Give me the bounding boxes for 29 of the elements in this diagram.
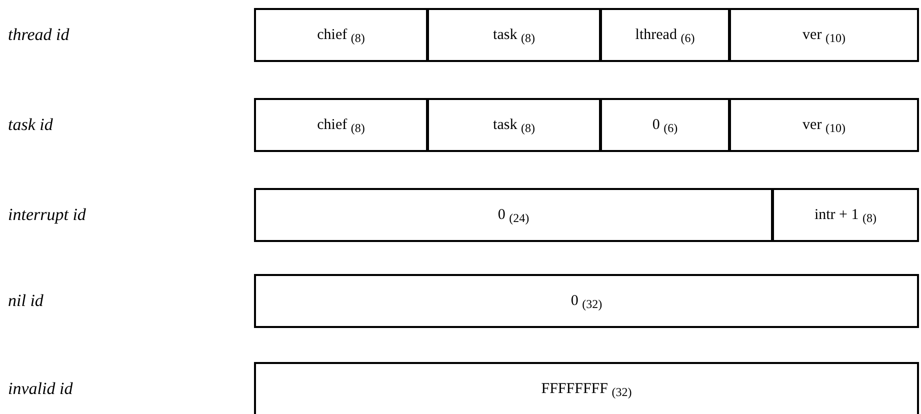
field-label: ver $_{(10)}$ bbox=[802, 118, 846, 132]
field-label: task $_{(8)}$ bbox=[493, 28, 535, 42]
row-label: nil id bbox=[8, 292, 44, 309]
field-label: 0 $_{(32)}$ bbox=[570, 294, 602, 308]
field-label: 0 $_{(24)}$ bbox=[498, 208, 530, 222]
field-box bbox=[427, 98, 601, 152]
field-box bbox=[600, 98, 730, 152]
field-box bbox=[254, 8, 428, 62]
field-label: intr + 1 $_{(8)}$ bbox=[814, 208, 877, 222]
field-label: task $_{(8)}$ bbox=[493, 118, 535, 132]
field-box bbox=[254, 362, 919, 414]
field-label: ver $_{(10)}$ bbox=[802, 28, 846, 42]
row-label: interrupt id bbox=[8, 206, 86, 223]
field-box bbox=[254, 188, 773, 242]
field-box bbox=[600, 8, 730, 62]
field-label: 0 $_{(6)}$ bbox=[652, 118, 678, 132]
row-label: thread id bbox=[8, 26, 70, 43]
field-label: FFFFFFFF $_{(32)}$ bbox=[541, 382, 632, 396]
field-label: lthread $_{(6)}$ bbox=[635, 28, 695, 42]
field-box bbox=[729, 98, 919, 152]
field-box bbox=[254, 98, 428, 152]
row-label: invalid id bbox=[8, 380, 73, 397]
field-label: chief $_{(8)}$ bbox=[317, 118, 365, 132]
field-box bbox=[729, 8, 919, 62]
field-box bbox=[772, 188, 919, 242]
field-label: chief $_{(8)}$ bbox=[317, 28, 365, 42]
field-box bbox=[427, 8, 601, 62]
field-box bbox=[254, 274, 919, 328]
row-label: task id bbox=[8, 116, 53, 133]
